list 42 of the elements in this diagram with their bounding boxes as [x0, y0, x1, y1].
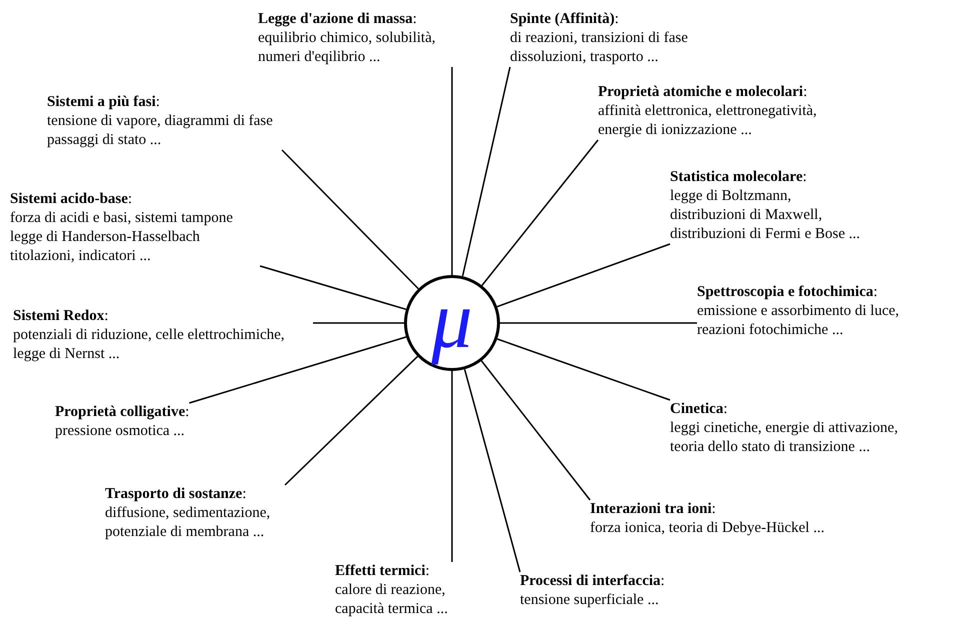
- topic-heading: Cinetica:: [670, 400, 728, 419]
- topic-heading: Sistemi acido-base:: [10, 190, 134, 209]
- topic-heading: Sistemi Redox:: [13, 307, 110, 326]
- topic-description: tensione superficiale ...: [520, 591, 660, 610]
- topic-description: pressione osmotica ...: [55, 422, 186, 441]
- spoke-line: [189, 336, 406, 404]
- topic-heading: Legge d'azione di massa:: [258, 10, 418, 29]
- topic-description: tensione di vapore, diagrammi di fase passaggi di stato ...: [47, 112, 274, 150]
- topic-description: legge di Boltzmann, distribuzioni di Maxwell, distribuzioni di Fermi e Bose ...: [670, 187, 861, 244]
- topic-description: forza ionica, teoria di Debye-Hückel ...: [590, 519, 824, 538]
- topic-description: emissione e assorbimento di luce, reazioni fotochimiche ...: [697, 302, 900, 340]
- topic-description: equilibrio chimico, solubilità, numeri d'eqilibrio ...: [258, 29, 436, 67]
- topic-description: di reazioni, transizioni di fase dissoluzioni, trasporto ...: [510, 29, 689, 67]
- topic-heading: Spinte (Affinità):: [510, 10, 620, 29]
- topic-description: diffusione, sedimentazione, potenziale di membrana ...: [105, 504, 272, 542]
- spoke-line: [497, 338, 670, 401]
- topic-heading: Effetti termici:: [335, 562, 431, 581]
- spoke-line: [313, 322, 404, 324]
- topic-heading: Proprietà colligative:: [55, 403, 190, 422]
- spoke-line: [481, 140, 599, 286]
- topic-heading: Trasporto di sostanze:: [105, 485, 248, 504]
- spoke-line: [480, 360, 591, 500]
- spoke-line: [451, 67, 453, 275]
- spoke-line: [464, 369, 521, 572]
- spoke-line: [451, 371, 453, 562]
- topic-description: affinità elettronica, elettronegatività, energie di ionizzazione ...: [598, 102, 818, 140]
- topic-heading: Sistemi a più fasi:: [47, 93, 161, 112]
- spoke-line: [462, 66, 511, 276]
- spoke-line: [284, 356, 418, 486]
- topic-heading: Interazioni tra ioni:: [590, 500, 717, 519]
- topic-heading: Statistica molecolare:: [670, 168, 808, 187]
- spoke-line: [281, 149, 419, 290]
- topic-description: calore di reazione, capacità termica ...: [335, 581, 449, 619]
- spoke-line: [496, 243, 670, 308]
- topic-heading: Proprietà atomiche e molecolari:: [598, 83, 808, 102]
- topic-heading: Processi di interfaccia:: [520, 572, 665, 591]
- topic-description: forza di acidi e basi, sistemi tampone legge di Handerson-Hasselbach titolazioni, indicatori ...: [10, 209, 234, 266]
- topic-description: potenziali di riduzione, celle elettrochimiche, legge di Nernst ...: [13, 326, 286, 364]
- topic-heading: Spettroscopia e fotochimica:: [697, 283, 879, 302]
- spoke-line: [500, 322, 697, 324]
- spoke-line: [260, 265, 406, 310]
- topic-description: leggi cinetiche, energie di attivazione, teoria dello stato di transizione ...: [670, 419, 899, 457]
